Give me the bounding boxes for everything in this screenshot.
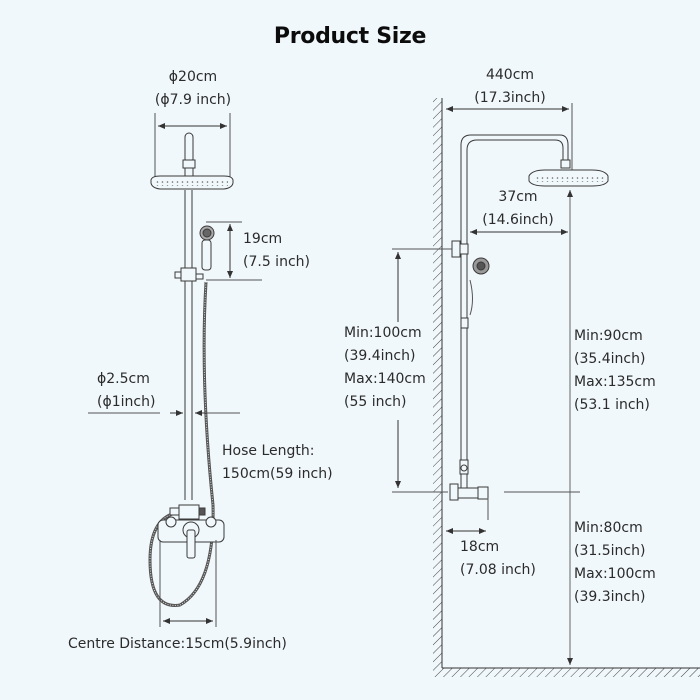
hose-length-value: 150cm(59 inch): [222, 466, 333, 482]
head-height-max-inch: (53.1 inch): [574, 397, 650, 413]
centre-distance-label: Centre Distance:15cm(5.9inch): [68, 636, 287, 652]
rail-height-min-inch: (39.4inch): [344, 348, 416, 364]
valve-height-min-inch: (31.5inch): [574, 543, 646, 559]
pipe-diameter-cm: ϕ2.5cm: [97, 371, 150, 387]
valve-depth-inch: (7.08 inch): [460, 562, 536, 578]
handheld-length-inch: (7.5 inch): [243, 254, 310, 270]
pipe-diameter-inch: (ϕ1inch): [97, 394, 156, 410]
arm-reach-label: 440cm (17.3inch): [452, 64, 568, 110]
rail-height-max-inch: (55 inch): [344, 394, 407, 410]
valve-height-max: Max:100cm: [574, 566, 656, 582]
hose-length-label: Hose Length: 150cm(59 inch): [222, 440, 333, 486]
head-diameter-cm: ϕ20cm: [168, 69, 218, 85]
arm-reach-inch: (17.3inch): [474, 90, 546, 106]
valve-depth-label: 18cm (7.08 inch): [460, 536, 536, 582]
rail-height-max: Max:140cm: [344, 371, 426, 387]
valve-height-max-inch: (39.3inch): [574, 589, 646, 605]
head-height-min-inch: (35.4inch): [574, 351, 646, 367]
page-title: Product Size: [273, 24, 427, 49]
valve-height-min: Min:80cm: [574, 520, 643, 536]
head-height-label: Min:90cm (35.4inch) Max:135cm (53.1 inch…: [574, 325, 656, 417]
pipe-diameter-label: ϕ2.5cm (ϕ1inch): [97, 368, 155, 414]
arm-reach-cm: 440cm: [485, 67, 535, 83]
valve-depth-cm: 18cm: [460, 539, 500, 555]
head-height-min: Min:90cm: [574, 328, 643, 344]
head-diameter-label: ϕ20cm (ϕ7.9 inch): [130, 66, 256, 112]
left-front-view: [88, 113, 262, 627]
hose-length-title: Hose Length:: [222, 443, 315, 459]
head-height-max: Max:135cm: [574, 374, 656, 390]
valve-height-label: Min:80cm (31.5inch) Max:100cm (39.3inch): [574, 517, 656, 609]
rail-height-min: Min:100cm: [344, 325, 422, 341]
right-side-view: [392, 98, 700, 677]
rail-height-label: Min:100cm (39.4inch) Max:140cm (55 inch): [344, 322, 426, 414]
handheld-length-cm: 19cm: [243, 231, 283, 247]
handheld-length-label: 19cm (7.5 inch): [243, 228, 310, 274]
head-diameter-inch: (ϕ7.9 inch): [154, 92, 232, 108]
head-offset-label: 37cm (14.6inch): [470, 186, 566, 232]
head-offset-cm: 37cm: [498, 189, 538, 205]
head-offset-inch: (14.6inch): [482, 212, 554, 228]
